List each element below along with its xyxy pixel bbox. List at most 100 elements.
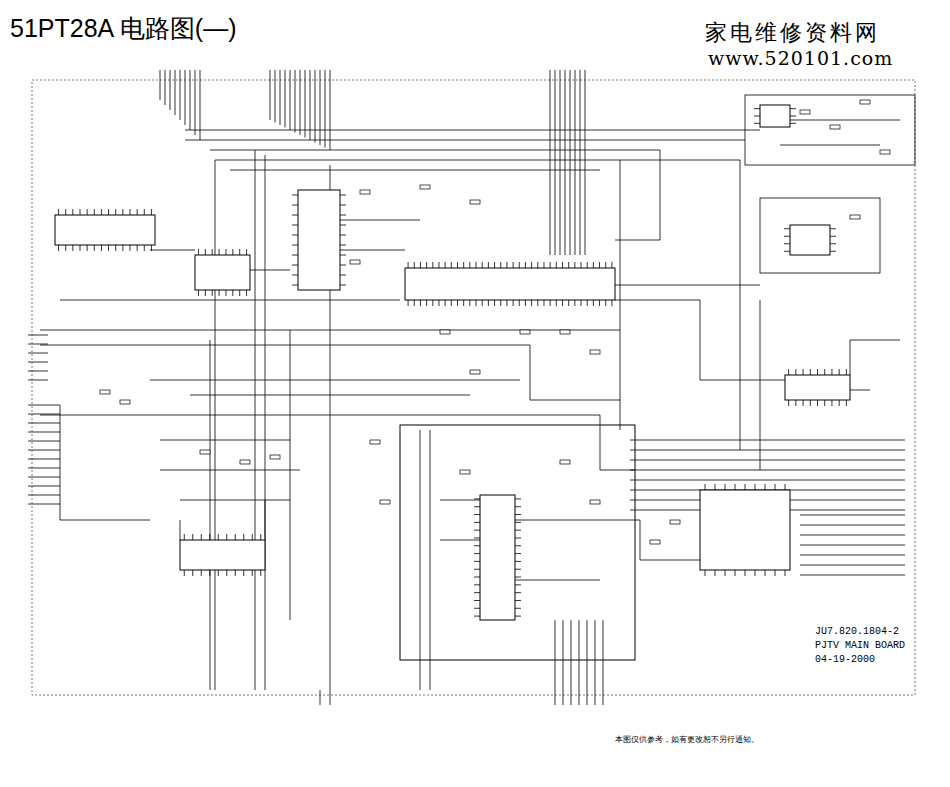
ic-pin	[474, 592, 480, 593]
wire	[780, 145, 880, 146]
ic-pin	[775, 570, 776, 576]
ic-pin	[506, 262, 507, 268]
ic-pin	[515, 530, 521, 531]
wire	[150, 380, 520, 381]
wire	[28, 344, 48, 345]
ic-pin	[810, 369, 811, 375]
wire	[550, 70, 551, 255]
wire	[330, 70, 331, 150]
ic-symbol	[292, 190, 346, 290]
ic-pin	[474, 530, 480, 531]
ic-pin	[755, 484, 756, 490]
wire	[230, 170, 600, 171]
ic-pin	[340, 265, 346, 266]
ic-pin	[830, 228, 836, 229]
ic-pin	[474, 600, 480, 601]
wire	[290, 70, 291, 130]
wire	[800, 515, 905, 516]
ic-pin	[445, 300, 446, 306]
ic-pin	[144, 245, 145, 251]
component-group	[100, 100, 890, 544]
wire	[800, 565, 905, 566]
ic-pin	[556, 262, 557, 268]
ic-body	[405, 268, 615, 300]
ic-pin	[463, 300, 464, 306]
wire	[60, 300, 400, 301]
ic-pin	[745, 570, 746, 576]
ic-pin	[474, 561, 480, 562]
label-block: www.520101.com	[708, 48, 893, 70]
wire	[170, 70, 171, 110]
ic-pin	[80, 209, 81, 215]
wire	[28, 423, 60, 424]
board-number: JU7.820.1804-2	[815, 626, 899, 637]
ic-pin	[340, 245, 346, 246]
ic-pin	[775, 484, 776, 490]
ic-pin	[151, 209, 152, 215]
wire	[265, 500, 266, 540]
resistor-symbol	[650, 540, 660, 544]
ic-pin	[817, 400, 818, 406]
ic-pin	[474, 569, 480, 570]
wire	[305, 70, 306, 138]
wire	[430, 430, 431, 690]
ic-pin	[438, 300, 439, 306]
ic-pin	[209, 570, 210, 576]
ic-pin	[218, 570, 219, 576]
ic-pin	[219, 290, 220, 296]
ic-pin	[246, 290, 247, 296]
ic-pin	[754, 108, 760, 109]
ic-pin	[515, 522, 521, 523]
ic-pin	[568, 262, 569, 268]
ic-pin	[408, 262, 409, 268]
ic-pin	[198, 290, 199, 296]
ic-pin	[101, 245, 102, 251]
ic-pin	[340, 235, 346, 236]
ic-pin	[562, 300, 563, 306]
resistor-symbol	[380, 500, 390, 504]
ic-pin	[599, 262, 600, 268]
ic-pin	[115, 245, 116, 251]
resistor-symbol	[120, 400, 130, 404]
ic-pin	[525, 262, 526, 268]
ic-pin	[340, 285, 346, 286]
wire	[28, 362, 48, 363]
ic-pin	[420, 300, 421, 306]
ic-pin	[212, 290, 213, 296]
wire	[630, 470, 905, 471]
ic-body	[298, 190, 340, 290]
ic-pin	[94, 209, 95, 215]
ic-pin	[137, 209, 138, 215]
ic-pin	[235, 534, 236, 540]
ic-pin	[519, 262, 520, 268]
ic-pin	[790, 108, 796, 109]
ic-pin	[830, 243, 836, 244]
ic-pin	[784, 243, 790, 244]
ic-pin	[414, 300, 415, 306]
wire	[565, 70, 566, 255]
ic-pin	[715, 570, 716, 576]
ic-pin	[550, 262, 551, 268]
ic-body	[480, 495, 515, 620]
ic-body	[785, 375, 850, 400]
ic-pin	[243, 570, 244, 576]
wire	[295, 70, 296, 133]
ic-pin	[94, 245, 95, 251]
ic-pin	[226, 570, 227, 576]
ic-pin	[232, 290, 233, 296]
ic-pin	[488, 262, 489, 268]
ic-pin	[788, 369, 789, 375]
wire	[563, 620, 564, 705]
ic-pin	[803, 369, 804, 375]
ic-pin	[292, 195, 298, 196]
wire	[570, 70, 571, 255]
ic-pin	[58, 245, 59, 251]
wire	[325, 70, 326, 148]
ic-pin	[225, 249, 226, 255]
wire	[28, 432, 60, 433]
label-block: JU7.820.1804-2	[815, 626, 899, 638]
wire	[28, 486, 60, 487]
ic-pin	[537, 262, 538, 268]
ic-body	[195, 255, 250, 290]
wire	[320, 70, 321, 145]
